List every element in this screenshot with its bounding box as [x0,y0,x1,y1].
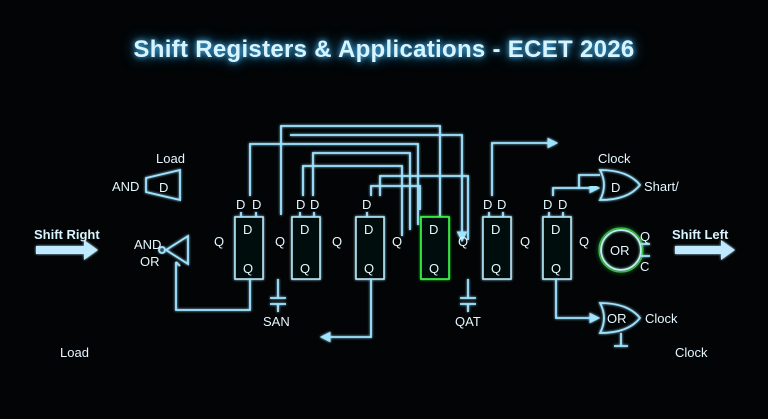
svg-text:D: D [159,180,168,195]
d-label: D [543,197,552,212]
flip-flop-1: D Q [234,216,264,280]
and-mid-label: AND [134,237,161,252]
svg-text:Q: Q [429,261,439,276]
svg-text:D: D [611,180,620,195]
svg-text:D: D [491,222,500,237]
feedback-wire-6 [370,185,421,210]
shift-right-arrow [36,240,98,260]
feedback-wire-5 [302,165,403,236]
feedback-wire-9 [552,182,601,196]
and-gate-top: D [145,168,181,202]
feedback-wire-8 [491,137,559,196]
shift-left-label: Shift Left [672,227,729,242]
load-bottom-label: Load [60,345,89,360]
svg-text:Q: Q [551,261,561,276]
shart-label: Shart/ [644,179,679,194]
c-output-label: C [640,259,649,274]
clock-top-label: Clock [598,151,631,166]
feedback-wire-2 [290,134,468,243]
svg-text:D: D [551,222,560,237]
san-capacitor [270,279,286,312]
d-gate-top-right: D [598,169,642,201]
svg-text:OR: OR [610,243,630,258]
qat-label: QAT [455,314,481,329]
svg-text:Q: Q [364,261,374,276]
flip-flop-6: D Q [542,216,572,280]
load-top-label: Load [156,151,185,166]
clock-bottom-label: Clock [675,345,708,360]
d-label: D [483,197,492,212]
svg-text:D: D [364,222,373,237]
d-label: D [362,197,371,212]
d-label: D [236,197,245,212]
page-title: Shift Registers & Applications - ECET 20… [133,36,635,63]
svg-text:Q: Q [243,261,253,276]
shift-left-arrow [675,240,735,260]
and-top-label: AND [112,179,139,194]
q-label: Q [579,234,589,249]
feedback-wire-4 [312,152,411,230]
flip-flop-5: D Q [482,216,512,280]
feedback-wire-7 [379,175,469,240]
mux-buffer-left [158,234,189,266]
feedback-wire-3 [249,143,419,225]
flip-flop-3: D Q [355,216,385,280]
q-output-label: Q [640,229,650,244]
d-label: D [558,197,567,212]
svg-text:Q: Q [300,261,310,276]
svg-text:D: D [243,222,252,237]
clock-low-label: Clock [645,311,678,326]
q-label: Q [275,234,285,249]
qat-capacitor [460,279,476,312]
or-gate-center-right: OR [598,227,644,273]
q-label: Q [214,234,224,249]
feedback-wire-10 [578,174,600,188]
flip-flop-4: D Q [420,216,450,280]
or-mid-label: OR [140,254,160,269]
q-label: Q [392,234,402,249]
q-label: Q [520,234,530,249]
d-label: D [497,197,506,212]
san-label: SAN [263,314,290,329]
svg-text:D: D [300,222,309,237]
flip-flop-2: D Q [291,216,321,280]
svg-text:D: D [429,222,438,237]
svg-text:OR: OR [607,311,627,326]
q-label: Q [458,234,468,249]
or-gate-bottom-right: OR [598,302,642,334]
svg-text:Q: Q [491,261,501,276]
q-label: Q [332,234,342,249]
d-label: D [252,197,261,212]
d-label: D [296,197,305,212]
left-feedback-wire [175,262,251,311]
shift-right-label: Shift Right [34,227,100,242]
d-label: D [310,197,319,212]
feedback-wire-1 [280,125,441,218]
